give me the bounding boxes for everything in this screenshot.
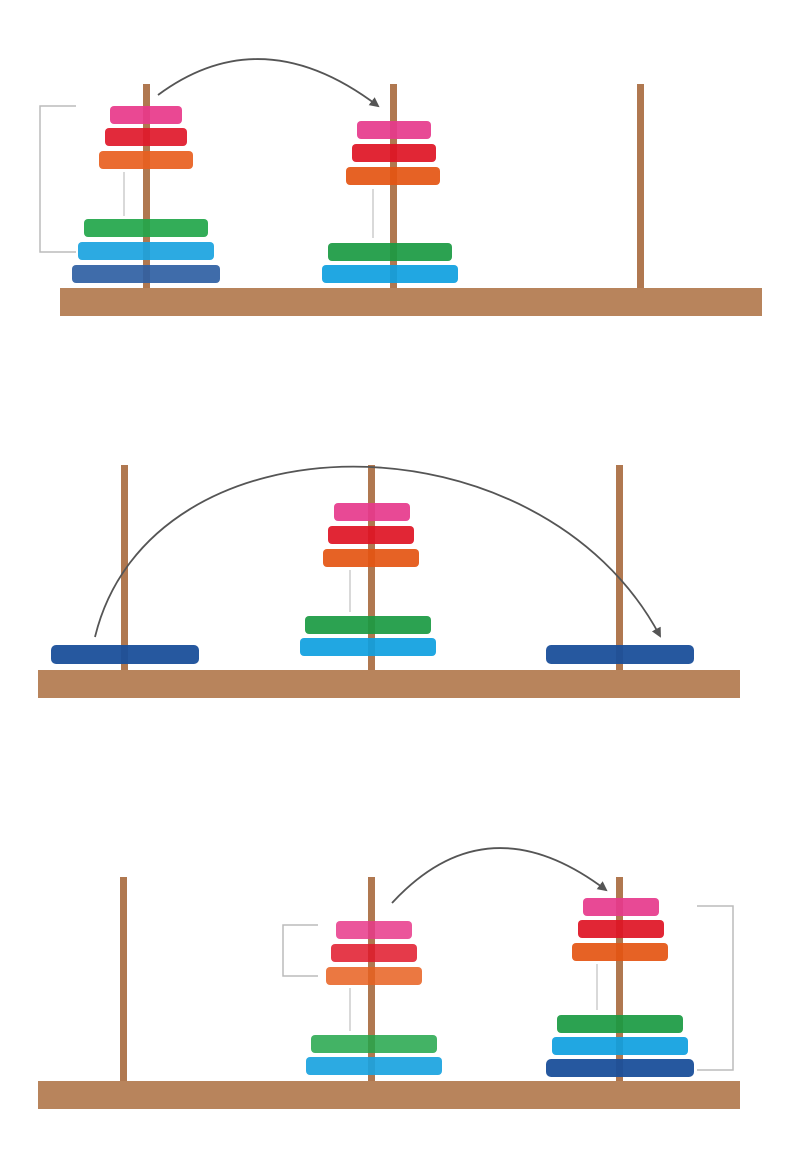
disk — [78, 242, 214, 260]
disk — [346, 167, 440, 185]
board — [38, 1081, 740, 1109]
disk — [326, 967, 422, 985]
disk — [300, 638, 436, 656]
peg-1 — [120, 877, 127, 1081]
disk — [51, 645, 199, 664]
disk — [336, 921, 412, 939]
curved-arrow-icon — [391, 847, 608, 904]
disk — [105, 128, 187, 146]
curved-arrow-icon — [94, 465, 661, 638]
panel-move-largest-disk — [38, 465, 740, 698]
peg-3 — [616, 877, 623, 1081]
disk — [331, 944, 417, 962]
group-bracket — [39, 105, 76, 253]
disk — [583, 898, 659, 916]
disk — [352, 144, 436, 162]
disk — [334, 503, 410, 521]
panel-move-remaining-stack — [38, 847, 740, 1109]
curved-arrow-icon — [157, 58, 380, 108]
peg-2 — [390, 84, 397, 288]
disk — [578, 920, 664, 938]
peg-2 — [368, 465, 375, 670]
disk — [552, 1037, 688, 1055]
disk — [546, 1059, 694, 1077]
disk — [305, 616, 431, 634]
disk — [328, 243, 452, 261]
board — [60, 288, 762, 316]
disk — [110, 106, 182, 124]
disk — [306, 1057, 442, 1075]
group-bracket — [697, 905, 734, 1071]
panel-move-top-stack — [39, 58, 762, 316]
disk — [557, 1015, 683, 1033]
peg-1 — [121, 465, 128, 670]
disk — [99, 151, 193, 169]
group-bracket — [282, 924, 318, 977]
disk — [84, 219, 208, 237]
disk — [546, 645, 694, 664]
disk — [322, 265, 458, 283]
disk — [323, 549, 419, 567]
peg-1 — [143, 84, 150, 288]
disk — [311, 1035, 437, 1053]
disk — [72, 265, 220, 283]
peg-3 — [637, 84, 644, 288]
disk — [357, 121, 431, 139]
disk — [328, 526, 414, 544]
disk — [572, 943, 668, 961]
board — [38, 670, 740, 698]
peg-3 — [616, 465, 623, 670]
